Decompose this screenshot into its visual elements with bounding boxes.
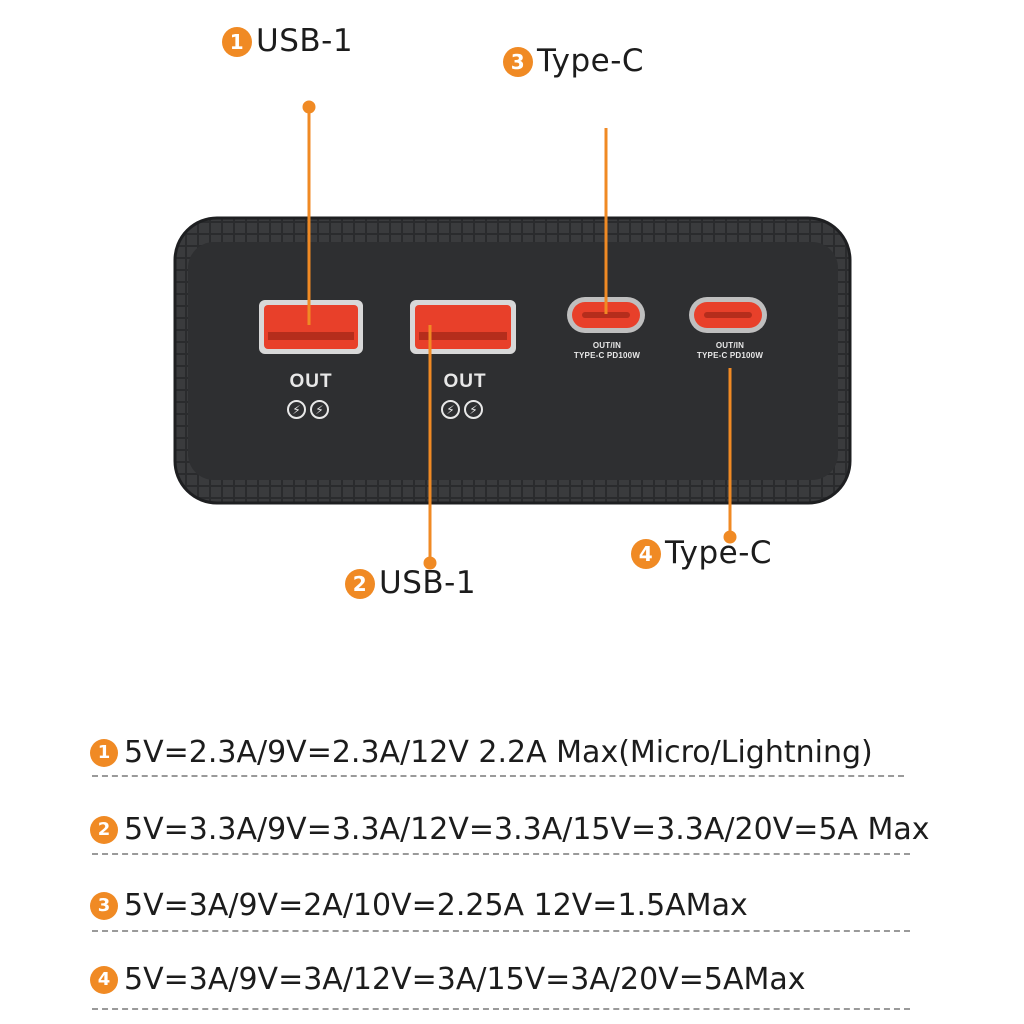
- fast-charge-icons-1: ⚡ ⚡: [287, 400, 329, 419]
- spec-line-2: 2 5V=3.3A/9V=3.3A/12V=3.3A/15V=3.3A/20V=…: [90, 815, 930, 845]
- callout-3: 3 Type-C: [503, 46, 644, 77]
- divider: [92, 853, 910, 855]
- usb-out-label-1: OUT: [289, 371, 333, 392]
- spec-line-4: 4 5V=3A/9V=3A/12V=3A/15V=3A/20V=5AMax: [90, 965, 806, 995]
- type-c-label-line2: TYPE-C PD100W: [696, 351, 764, 360]
- callout-2: 2 USB-1: [345, 568, 476, 599]
- fast-charge-icons-2: ⚡ ⚡: [441, 400, 483, 419]
- lightning-bolt-icon: ⚡: [464, 400, 483, 419]
- number-badge: 4: [90, 966, 118, 994]
- callout-label: USB-1: [379, 565, 477, 601]
- callout-1: 1 USB-1: [222, 26, 353, 57]
- type-c-label-2: OUT/IN TYPE-C PD100W: [675, 341, 785, 361]
- divider: [92, 930, 910, 932]
- type-c-label-line2: TYPE-C PD100W: [573, 351, 641, 360]
- callout-label: Type-C: [537, 43, 645, 79]
- number-badge: 4: [631, 538, 661, 569]
- type-c-port-2: [689, 297, 767, 333]
- power-bank-face: [188, 242, 838, 480]
- number-badge: 1: [90, 739, 118, 767]
- type-c-port-1: [567, 297, 645, 333]
- divider: [92, 775, 904, 777]
- type-c-label-1: OUT/IN TYPE-C PD100W: [552, 341, 662, 361]
- usb-a-port-2: [410, 300, 516, 354]
- lightning-bolt-icon: ⚡: [441, 400, 460, 419]
- type-c-label-line1: OUT/IN: [715, 341, 745, 350]
- spec-text: 5V=2.3A/9V=2.3A/12V 2.2A Max(Micro/Light…: [124, 735, 873, 770]
- spec-text: 5V=3.3A/9V=3.3A/12V=3.3A/15V=3.3A/20V=5A…: [124, 812, 930, 847]
- usb-a-port-1: [259, 300, 363, 354]
- callout-label: Type-C: [665, 535, 773, 571]
- callout-label: USB-1: [256, 23, 354, 59]
- spec-text: 5V=3A/9V=2A/10V=2.25A 12V=1.5AMax: [124, 888, 748, 923]
- type-c-label-line1: OUT/IN: [592, 341, 622, 350]
- callout-4: 4 Type-C: [631, 538, 772, 569]
- spec-text: 5V=3A/9V=3A/12V=3A/15V=3A/20V=5AMax: [124, 962, 806, 997]
- spec-line-1: 1 5V=2.3A/9V=2.3A/12V 2.2A Max(Micro/Lig…: [90, 738, 873, 768]
- usb-out-label-2: OUT: [443, 371, 487, 392]
- number-badge: 3: [90, 892, 118, 920]
- lightning-bolt-icon: ⚡: [287, 400, 306, 419]
- spec-line-3: 3 5V=3A/9V=2A/10V=2.25A 12V=1.5AMax: [90, 891, 748, 921]
- number-badge: 1: [222, 26, 252, 57]
- lightning-bolt-icon: ⚡: [310, 400, 329, 419]
- divider: [92, 1008, 910, 1010]
- number-badge: 2: [345, 568, 375, 599]
- number-badge: 2: [90, 816, 118, 844]
- number-badge: 3: [503, 46, 533, 77]
